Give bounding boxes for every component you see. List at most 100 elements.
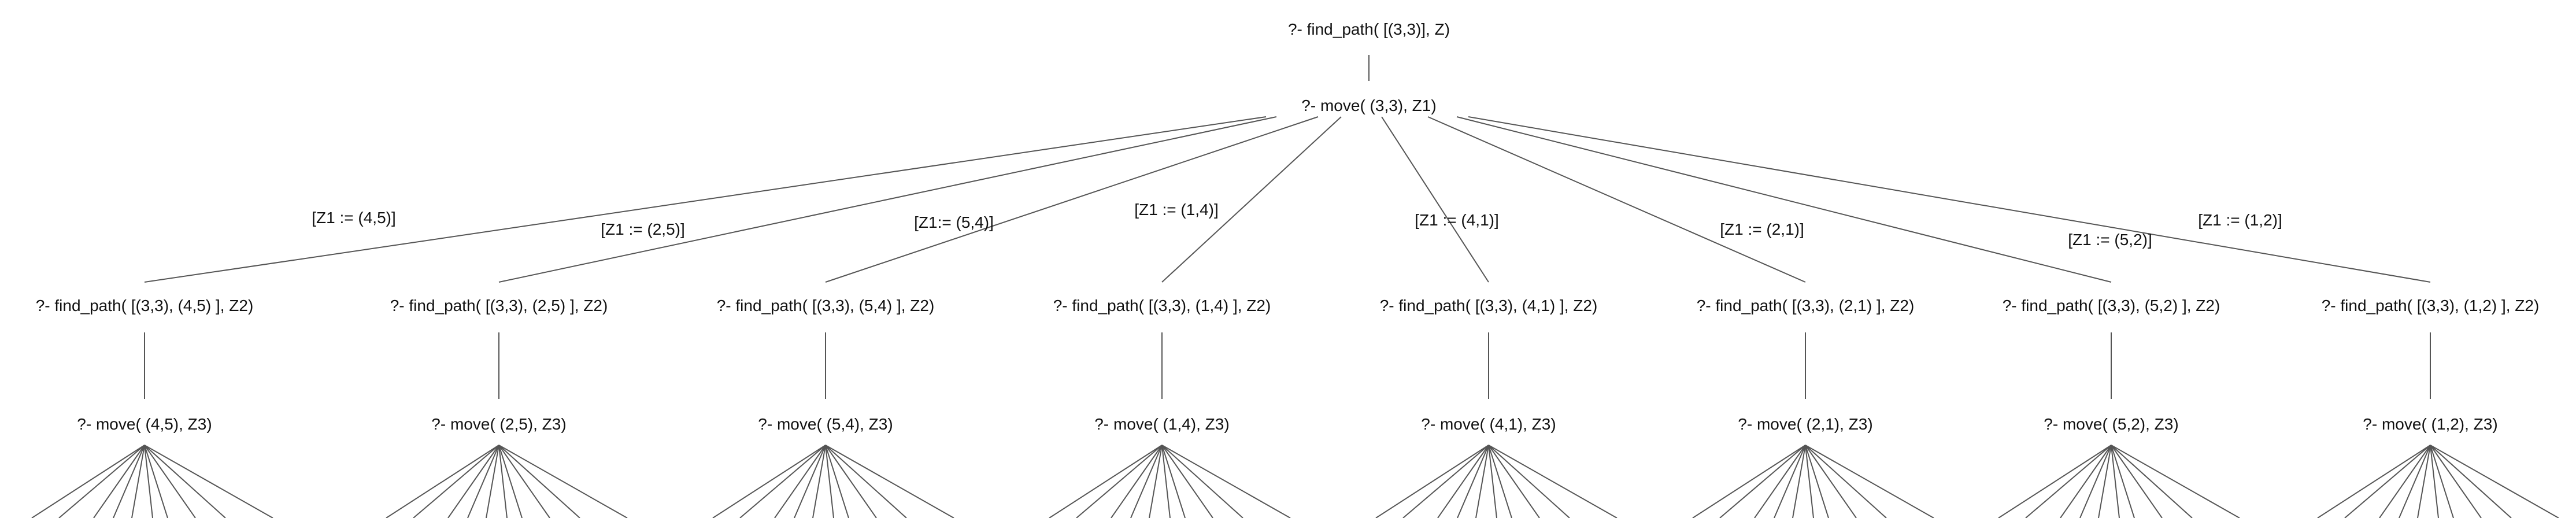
edge-child-5-10 — [1488, 445, 1618, 518]
edge-child-3-1 — [712, 445, 826, 518]
edge-child-8-4 — [2399, 445, 2431, 518]
edge-child-7-6 — [2111, 445, 2120, 518]
edge-branch-6 — [1427, 116, 1806, 283]
edge-child-6-2 — [1719, 445, 1806, 518]
find-path-node-label-8: ?- find_path( [(3,3), (1,2) ], Z2) — [2322, 297, 2540, 314]
edge-child-2-9 — [498, 445, 580, 518]
edge-child-5-2 — [1402, 445, 1489, 518]
move-root-node-label: ?- move( (3,3), Z1) — [1301, 97, 1436, 114]
tree-edges — [31, 55, 2559, 518]
edge-child-3-9 — [825, 445, 907, 518]
edge-child-1-4 — [113, 445, 145, 518]
edge-child-3-2 — [739, 445, 826, 518]
edge-child-8-1 — [2317, 445, 2431, 518]
move-node-label-7: ?- move( (5,2), Z3) — [2044, 415, 2178, 433]
move-node-label-5: ?- move( (4,1), Z3) — [1421, 415, 1556, 433]
edge-child-4-4 — [1130, 445, 1163, 518]
edge-child-7-9 — [2111, 445, 2193, 518]
edge-child-4-10 — [1161, 445, 1291, 518]
edge-branch-7 — [1456, 116, 2112, 283]
edge-branch-1 — [144, 116, 1267, 283]
edge-child-6-5 — [1792, 445, 1806, 518]
move-node-label-6: ?- move( (2,1), Z3) — [1738, 415, 1872, 433]
edge-child-1-3 — [93, 445, 145, 518]
edge-child-3-5 — [812, 445, 826, 518]
edge-child-4-6 — [1161, 445, 1171, 518]
edge-child-5-6 — [1488, 445, 1497, 518]
edge-child-7-7 — [2111, 445, 2135, 518]
edge-child-4-1 — [1049, 445, 1163, 518]
edge-label-8: [Z1 := (1,2)] — [2198, 211, 2282, 229]
edge-child-8-5 — [2417, 445, 2431, 518]
find-path-node-label-2: ?- find_path( [(3,3), (2,5) ], Z2) — [390, 297, 608, 314]
edge-child-2-10 — [498, 445, 628, 518]
edge-child-6-10 — [1805, 445, 1934, 518]
edge-child-6-9 — [1805, 445, 1887, 518]
edge-child-5-7 — [1488, 445, 1512, 518]
edge-branch-8 — [1468, 116, 2431, 283]
move-node-label-3: ?- move( (5,4), Z3) — [758, 415, 893, 433]
edge-label-6: [Z1 := (2,1)] — [1720, 220, 1804, 238]
edge-child-3-3 — [774, 445, 826, 518]
edge-child-6-8 — [1805, 445, 1857, 518]
edge-branch-4 — [1161, 116, 1342, 283]
edge-child-3-6 — [825, 445, 834, 518]
edge-child-7-1 — [1998, 445, 2112, 518]
edge-label-2: [Z1 := (2,5)] — [601, 220, 685, 238]
edge-child-7-4 — [2079, 445, 2112, 518]
edge-child-2-6 — [498, 445, 508, 518]
edge-child-8-7 — [2430, 445, 2454, 518]
edge-child-1-6 — [144, 445, 153, 518]
edge-child-2-3 — [447, 445, 499, 518]
edge-child-7-3 — [2060, 445, 2112, 518]
edge-child-7-8 — [2111, 445, 2163, 518]
edge-branch-5 — [1381, 116, 1489, 283]
edge-child-8-3 — [2379, 445, 2431, 518]
move-node-label-1: ?- move( (4,5), Z3) — [77, 415, 212, 433]
find-path-node-label-5: ?- find_path( [(3,3), (4,1) ], Z2) — [1380, 297, 1598, 314]
edge-child-6-1 — [1692, 445, 1806, 518]
find-path-node-label-3: ?- find_path( [(3,3), (5,4) ], Z2) — [717, 297, 935, 314]
edge-child-5-4 — [1457, 445, 1489, 518]
edge-child-7-2 — [2025, 445, 2112, 518]
find-path-node-label-1: ?- find_path( [(3,3), (4,5) ], Z2) — [36, 297, 254, 314]
edge-child-2-8 — [498, 445, 550, 518]
edge-child-5-3 — [1437, 445, 1489, 518]
edge-child-2-7 — [498, 445, 523, 518]
tree-labels: ?- find_path( [(3,3)], Z) ?- move( (3,3)… — [36, 20, 2540, 433]
edge-branch-2 — [498, 116, 1277, 283]
edge-label-7: [Z1 := (5,2)] — [2068, 231, 2152, 249]
edge-child-1-7 — [144, 445, 168, 518]
edge-child-5-1 — [1375, 445, 1489, 518]
move-node-label-8: ?- move( (1,2), Z3) — [2363, 415, 2497, 433]
edge-label-3: [Z1:= (5,4)] — [914, 213, 994, 231]
edge-child-4-7 — [1161, 445, 1186, 518]
edge-child-8-6 — [2430, 445, 2439, 518]
edge-child-1-8 — [144, 445, 196, 518]
edge-child-1-2 — [58, 445, 145, 518]
edge-child-4-8 — [1161, 445, 1213, 518]
edge-child-1-10 — [144, 445, 273, 518]
edge-child-1-9 — [144, 445, 226, 518]
edge-child-6-7 — [1805, 445, 1829, 518]
edge-child-6-6 — [1805, 445, 1814, 518]
edge-child-5-9 — [1488, 445, 1570, 518]
edge-child-3-7 — [825, 445, 849, 518]
edge-child-6-3 — [1754, 445, 1806, 518]
find-path-node-label-4: ?- find_path( [(3,3), (1,4) ], Z2) — [1053, 297, 1271, 314]
edge-child-2-5 — [486, 445, 499, 518]
edge-child-4-9 — [1161, 445, 1243, 518]
edge-child-8-9 — [2430, 445, 2512, 518]
edge-child-2-4 — [467, 445, 499, 518]
move-node-label-4: ?- move( (1,4), Z3) — [1094, 415, 1229, 433]
edge-child-7-10 — [2111, 445, 2240, 518]
edge-child-3-8 — [825, 445, 877, 518]
edge-child-7-5 — [2098, 445, 2112, 518]
edge-child-6-4 — [1774, 445, 1806, 518]
edge-child-5-5 — [1475, 445, 1489, 518]
edge-label-5: [Z1 := (4,1)] — [1415, 211, 1499, 229]
edge-label-4: [Z1 := (1,4)] — [1134, 201, 1219, 219]
edge-child-5-8 — [1488, 445, 1540, 518]
edge-label-1: [Z1 := (4,5)] — [312, 209, 396, 227]
